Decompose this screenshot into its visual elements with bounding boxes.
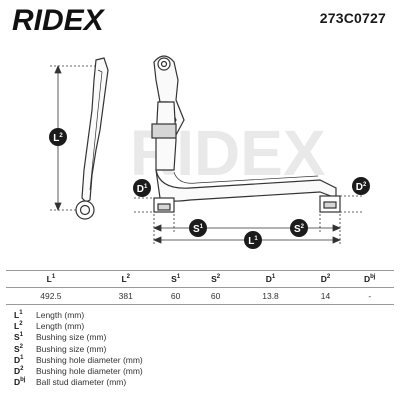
control-arm-drawing: RIDEX L2 (49, 55, 370, 249)
header-dbj: Dbj (345, 270, 394, 288)
header-s1: S1 (155, 270, 196, 288)
badge-d2: D2 (352, 177, 370, 195)
svg-text:D2: D2 (356, 182, 367, 193)
header-l2: L2 (95, 270, 156, 288)
ridex-logo: RIDEX (12, 4, 106, 34)
svg-text:L1: L1 (248, 236, 258, 247)
value-s2: 60 (195, 287, 236, 305)
svg-text:S1: S1 (193, 224, 204, 235)
value-d2: 14 (305, 287, 346, 305)
value-l2: 381 (95, 287, 156, 305)
value-d1: 13.8 (235, 287, 306, 305)
arm-front-view (151, 55, 341, 213)
svg-text:L2: L2 (53, 133, 63, 144)
header-s2: S2 (195, 270, 236, 288)
logo-text: RIDEX (12, 4, 106, 34)
value-dbj: - (345, 287, 394, 305)
header-d2: D2 (305, 270, 346, 288)
dimension-d1 (134, 197, 158, 213)
spec-header-row: L1 L2 S1 S2 D1 D2 Dbj (6, 270, 394, 288)
dimension-d2 (336, 195, 362, 213)
svg-text:D1: D1 (137, 184, 148, 195)
part-number: 273C0727 (319, 10, 386, 26)
spec-value-row: 492.5 381 60 60 13.8 14 - (6, 287, 394, 305)
arm-side-view (75, 57, 109, 220)
badge-l2: L2 (49, 128, 67, 146)
value-l1: 492.5 (6, 287, 96, 305)
badge-d1: D1 (133, 179, 151, 197)
spec-table: L1 L2 S1 S2 D1 D2 Dbj 492.5 381 60 60 13… (6, 270, 394, 305)
header-d1: D1 (235, 270, 306, 288)
svg-text:S2: S2 (294, 224, 305, 235)
badge-l1: L1 (244, 231, 262, 249)
header-l1: L1 (6, 270, 96, 288)
value-s1: 60 (155, 287, 196, 305)
badge-s1: S1 (189, 219, 207, 237)
badge-s2: S2 (290, 219, 308, 237)
